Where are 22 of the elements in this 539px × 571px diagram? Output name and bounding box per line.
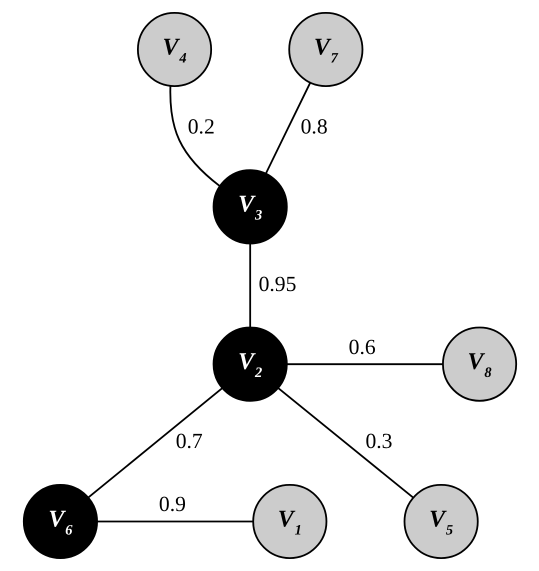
- connector: [264, 82, 310, 174]
- edge-label: 0.3: [364, 429, 392, 454]
- node-circle: V$_{2}$: [212, 326, 288, 402]
- edge-label: 0.8: [300, 114, 328, 138]
- edge-label: 0.6: [348, 334, 376, 359]
- node-circle: V$_{8}$: [442, 326, 517, 402]
- edge-label: 0.2: [187, 114, 214, 138]
- node-circle: V$_{5}$: [403, 484, 478, 560]
- connector: [286, 363, 442, 366]
- node-circle: V$_{3}$: [212, 169, 288, 244]
- edge-label: 0.95: [258, 272, 296, 296]
- node-circle: V$_{4}$: [136, 12, 212, 88]
- node-circle: V$_{1}$: [252, 484, 327, 560]
- edge-label: 0.7: [175, 429, 202, 454]
- connector: [87, 388, 222, 498]
- node-circle: V$_{6}$: [22, 484, 98, 560]
- connector: [168, 86, 220, 187]
- connector: [248, 244, 251, 328]
- edge-label: 0.9: [158, 492, 186, 516]
- connector: [277, 388, 414, 498]
- connector: [96, 520, 253, 522]
- node-circle: V$_{7}$: [288, 12, 363, 88]
